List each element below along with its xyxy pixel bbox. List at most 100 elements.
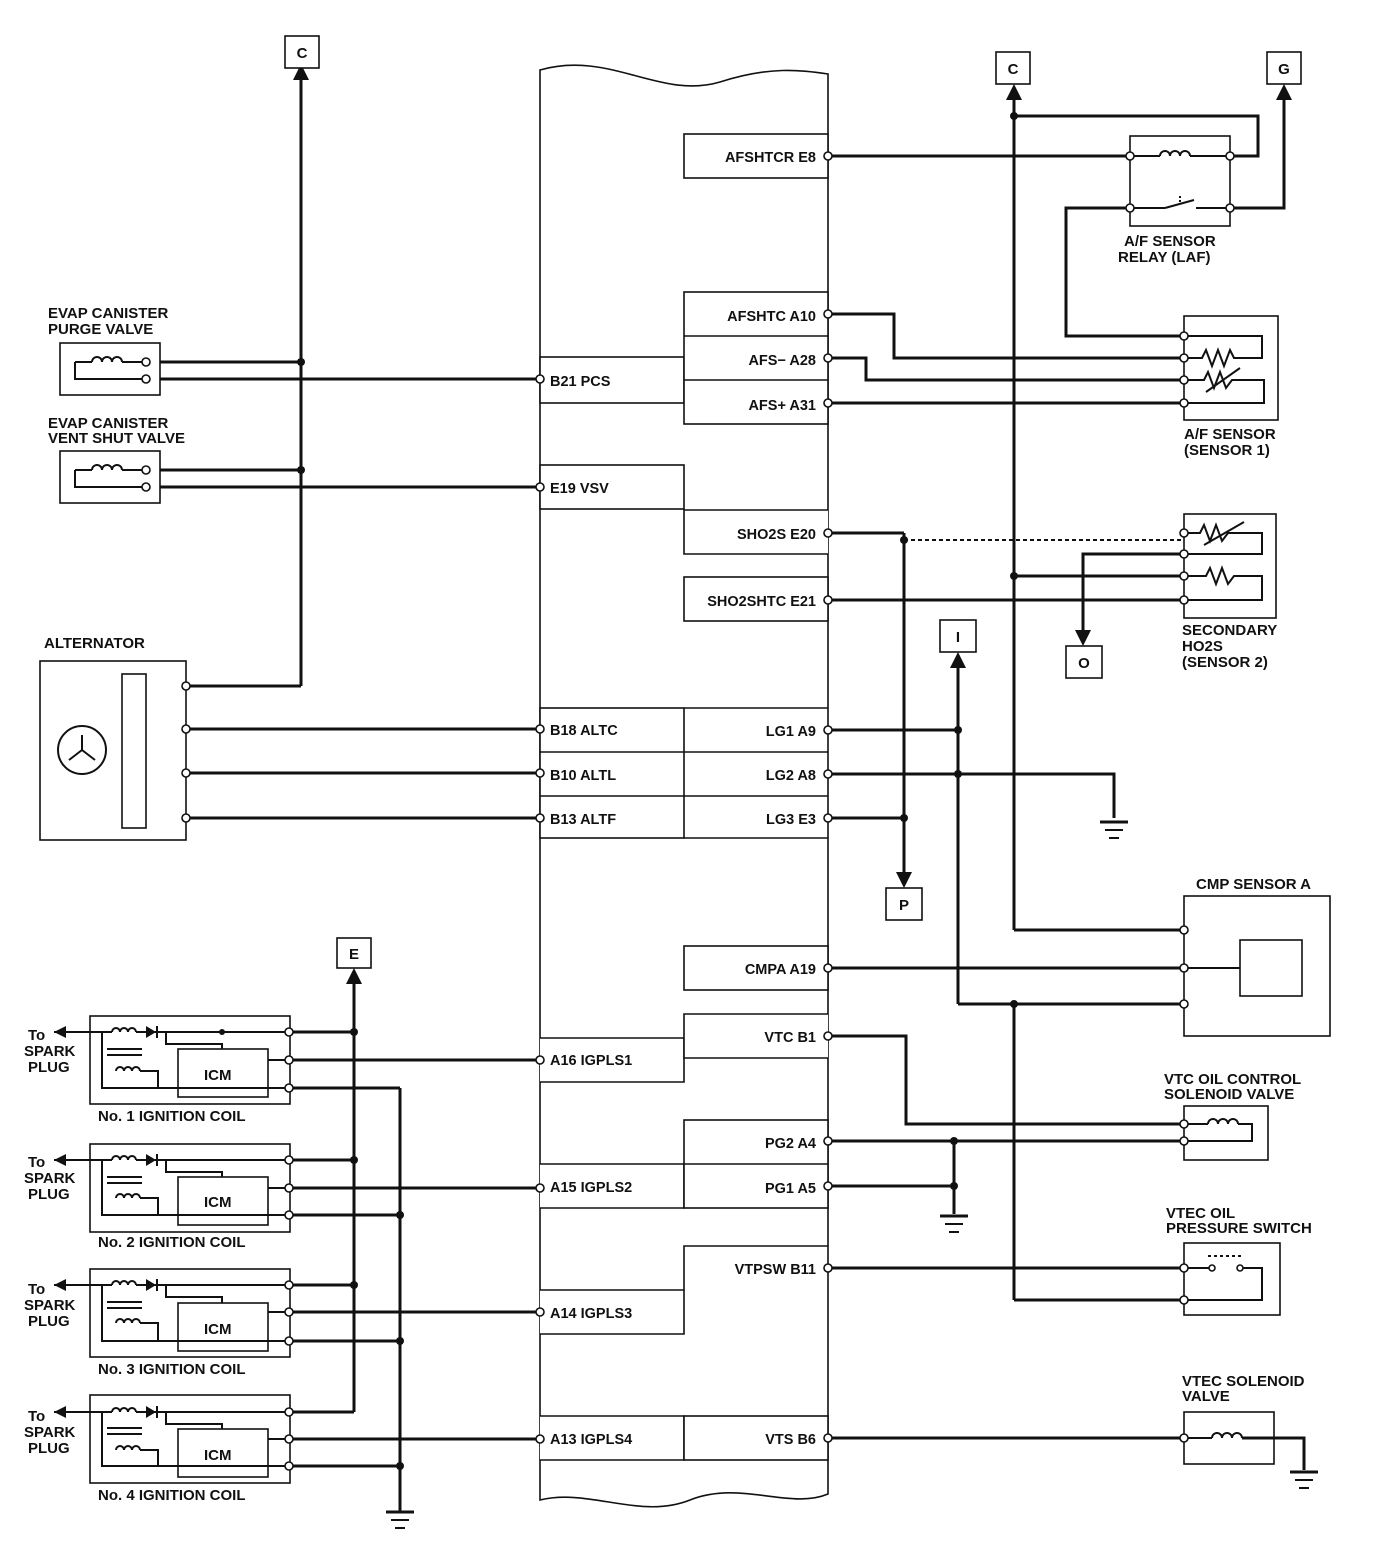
evap-vent-label-2: VENT SHUT VALVE [48, 430, 185, 447]
coil-3-spark: SPARK [24, 1297, 76, 1314]
coil-3-label: No. 3 IGNITION COIL [98, 1361, 246, 1378]
connector-g: G [1266, 51, 1302, 85]
ignition-coil-2: ICM To SPARK PLUG No. 2 IGNITION COIL [24, 1143, 294, 1251]
pin-afshtc: AFSHTC A10 [727, 309, 816, 325]
vtec-oil-pressure-switch: VTEC OIL PRESSURE SWITCH [1166, 1205, 1312, 1316]
ignition-coil-4: ICM To SPARK PLUG No. 4 IGNITION COIL [24, 1394, 294, 1504]
pin-lg2: LG2 A8 [766, 768, 816, 784]
icm-1-label: ICM [204, 1067, 232, 1084]
coil-1-label: No. 1 IGNITION COIL [98, 1108, 246, 1125]
af-relay-label-1: A/F SENSOR [1124, 233, 1216, 250]
af-sensor-label-2: (SENSOR 1) [1184, 442, 1270, 459]
ground-symbol-left [386, 1510, 414, 1529]
ecm-body [539, 64, 829, 1508]
af-sensor: A/F SENSOR (SENSOR 1) [1179, 315, 1279, 459]
coil-2-to: To [28, 1154, 45, 1171]
evap-vent-label-1: EVAP CANISTER [48, 415, 168, 432]
alternator-label: ALTERNATOR [44, 635, 145, 652]
connector-p-label: P [899, 897, 909, 914]
pin-altc: B18 ALTC [550, 723, 618, 739]
coil-2-spark: SPARK [24, 1170, 76, 1187]
evap-purge-label-2: PURGE VALVE [48, 321, 153, 338]
af-relay-label-2: RELAY (LAF) [1118, 249, 1211, 266]
coil-4-plug: PLUG [28, 1440, 70, 1457]
cmp-sensor-a: CMP SENSOR A [1179, 876, 1331, 1037]
vtc-solenoid-label-1: VTC OIL CONTROL [1164, 1071, 1301, 1088]
af-sensor-label-1: A/F SENSOR [1184, 426, 1276, 443]
pin-igpls1: A16 IGPLS1 [550, 1053, 632, 1069]
coil-1-plug: PLUG [28, 1059, 70, 1076]
pin-pg2: PG2 A4 [765, 1136, 816, 1152]
coil-2-label: No. 2 IGNITION COIL [98, 1234, 246, 1251]
ecm-right-pins: AFSHTCR E8 AFSHTC A10 AFS− A28 AFS+ A31 … [707, 150, 816, 1448]
connector-o-label: O [1078, 655, 1090, 672]
left-wiring [146, 64, 545, 1512]
pin-vsv: E19 VSV [550, 481, 609, 497]
pin-igpls2: A15 IGPLS2 [550, 1180, 632, 1196]
secondary-ho2s: SECONDARY HO2S (SENSOR 2) [1179, 513, 1277, 671]
pin-afs-minus: AFS− A28 [748, 353, 816, 369]
icm-3-label: ICM [204, 1321, 232, 1338]
connector-i: I [939, 619, 977, 653]
connector-i-label: I [956, 629, 960, 646]
icm-4-label: ICM [204, 1447, 232, 1464]
pin-afshtcr: AFSHTCR E8 [725, 150, 816, 166]
pin-sho2shtc: SHO2SHTC E21 [707, 594, 816, 610]
vtec-switch-label-2: PRESSURE SWITCH [1166, 1220, 1312, 1237]
connector-c-left: C [284, 35, 320, 69]
pin-vtpsw: VTPSW B11 [735, 1262, 816, 1278]
ecm-left-pins: B21 PCS E19 VSV B18 ALTC B10 ALTL B13 AL… [550, 374, 632, 1448]
pin-pcs: B21 PCS [550, 374, 611, 390]
vtec-switch-label-1: VTEC OIL [1166, 1205, 1235, 1222]
pin-igpls4: A13 IGPLS4 [550, 1432, 632, 1448]
vtc-solenoid-label-2: SOLENOID VALVE [1164, 1086, 1294, 1103]
ground-symbol-vts [1290, 1470, 1318, 1489]
cmp-sensor-label: CMP SENSOR A [1196, 876, 1311, 893]
connector-c-left-label: C [297, 45, 308, 62]
vtec-solenoid-valve: VTEC SOLENOID VALVE [1179, 1373, 1306, 1470]
coil-1-to: To [28, 1027, 45, 1044]
af-sensor-relay: A/F SENSOR RELAY (LAF) [1118, 135, 1235, 266]
vtc-oil-control-solenoid: VTC OIL CONTROL SOLENOID VALVE [1164, 1071, 1301, 1161]
pin-pg1: PG1 A5 [765, 1181, 816, 1197]
evap-purge-label-1: EVAP CANISTER [48, 305, 168, 322]
alternator: ALTERNATOR [39, 635, 191, 841]
pin-vtc: VTC B1 [764, 1030, 816, 1046]
coil-3-to: To [28, 1281, 45, 1298]
coil-3-plug: PLUG [28, 1313, 70, 1330]
pin-lg3: LG3 E3 [766, 812, 816, 828]
pin-sho2s: SHO2S E20 [737, 527, 816, 543]
pin-altf: B13 ALTF [550, 812, 616, 828]
coil-2-plug: PLUG [28, 1186, 70, 1203]
connector-g-label: G [1278, 61, 1290, 78]
ignition-coil-1: ICM To SPARK PLUG No. 1 IGNITION COIL [24, 1015, 294, 1125]
connector-e-label: E [349, 946, 359, 963]
ho2s-label-3: (SENSOR 2) [1182, 654, 1268, 671]
ignition-coil-3: ICM To SPARK PLUG No. 3 IGNITION COIL [24, 1268, 294, 1378]
connector-c-right-label: C [1008, 61, 1019, 78]
evap-vent-valve: EVAP CANISTER VENT SHUT VALVE [48, 415, 185, 504]
connector-o: O [1065, 645, 1103, 679]
icm-2-label: ICM [204, 1194, 232, 1211]
pin-lg1: LG1 A9 [766, 724, 816, 740]
ho2s-label-2: HO2S [1182, 638, 1223, 655]
ground-symbol-pg [940, 1214, 968, 1233]
connector-c-right: C [995, 51, 1031, 85]
ho2s-label-1: SECONDARY [1182, 622, 1277, 639]
coil-4-spark: SPARK [24, 1424, 76, 1441]
vtec-solenoid-label-1: VTEC SOLENOID [1182, 1373, 1305, 1390]
connector-e: E [336, 937, 372, 969]
coil-4-label: No. 4 IGNITION COIL [98, 1487, 246, 1504]
pin-altl: B10 ALTL [550, 768, 616, 784]
ground-symbol-lg [1100, 820, 1128, 839]
pin-afs-plus: AFS+ A31 [748, 398, 816, 414]
evap-purge-valve: EVAP CANISTER PURGE VALVE [48, 305, 168, 396]
pin-vts: VTS B6 [765, 1432, 816, 1448]
right-wiring [823, 84, 1292, 1443]
pin-cmpa: CMPA A19 [745, 962, 816, 978]
coil-4-to: To [28, 1408, 45, 1425]
vtec-solenoid-label-2: VALVE [1182, 1388, 1230, 1405]
pin-igpls3: A14 IGPLS3 [550, 1306, 632, 1322]
